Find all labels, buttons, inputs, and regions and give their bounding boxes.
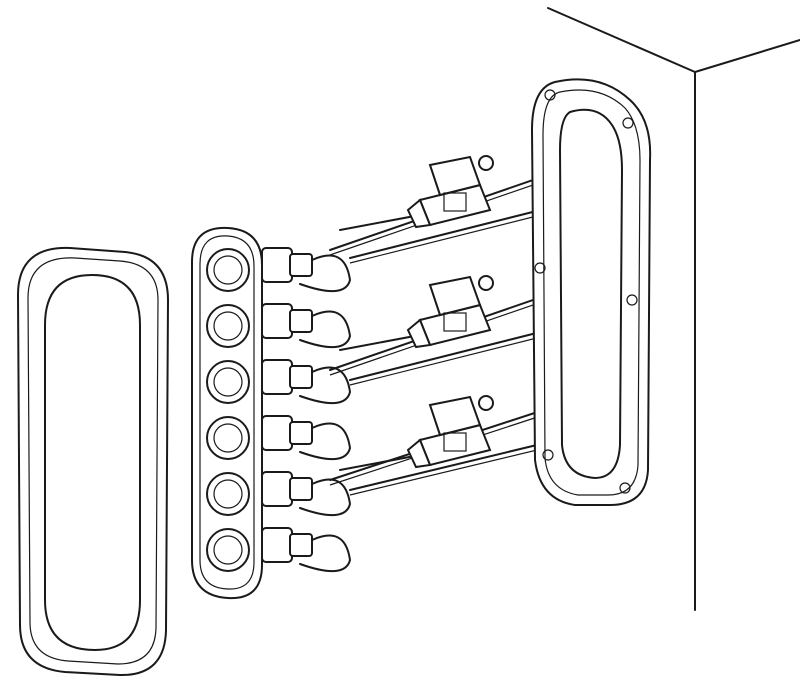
fuse-holder xyxy=(339,275,494,351)
rocker-switch xyxy=(206,248,250,292)
fuse-lead-wire xyxy=(339,214,421,231)
fuse-cap-tether xyxy=(478,155,494,171)
rocker-switch xyxy=(206,472,250,516)
switch-connector xyxy=(261,247,351,292)
fuse-holder xyxy=(339,395,494,471)
mounting-bezel xyxy=(530,78,652,506)
switch-bezel-ring xyxy=(206,528,250,572)
switch-button xyxy=(213,367,243,397)
wire-loop xyxy=(299,534,351,572)
fuse-cap-tether xyxy=(478,275,494,291)
wall-cabinet xyxy=(547,7,800,611)
screw-icon xyxy=(542,449,554,461)
fuse-lead-wire xyxy=(339,454,421,471)
switch-button xyxy=(213,535,243,565)
inline-fuse-holders xyxy=(339,155,494,471)
fuse-cap xyxy=(428,155,482,197)
switch-connector xyxy=(261,527,351,572)
fuse-blade xyxy=(443,432,467,452)
switch-bezel-ring xyxy=(206,304,250,348)
switch-button xyxy=(213,311,243,341)
switch-panel xyxy=(191,226,263,600)
wire-loop xyxy=(299,422,351,460)
switch-button xyxy=(213,479,243,509)
wire-loop xyxy=(299,310,351,348)
switch-bezel-ring xyxy=(206,248,250,292)
screw-icon xyxy=(619,482,631,494)
screw-icon xyxy=(534,262,546,274)
switch-bezel-ring xyxy=(206,472,250,516)
switch-connector xyxy=(261,303,351,348)
fuse-boot xyxy=(406,438,432,469)
rocker-switch xyxy=(206,416,250,460)
switch-connector xyxy=(261,415,351,460)
switch-bezel-ring xyxy=(206,360,250,404)
rocker-switch xyxy=(206,528,250,572)
fuse-boot xyxy=(406,198,432,229)
rocker-switch xyxy=(206,304,250,348)
screw-icon xyxy=(544,89,556,101)
fuse-cap xyxy=(428,395,482,437)
fuse-cap xyxy=(428,275,482,317)
rocker-switch xyxy=(206,360,250,404)
switch-connector xyxy=(261,359,351,404)
fuse-blade xyxy=(443,192,467,212)
fuse-lead-wire xyxy=(339,334,421,351)
front-cover xyxy=(16,246,170,677)
screw-icon xyxy=(626,294,638,306)
fuse-blade xyxy=(443,312,467,332)
wire-loop xyxy=(299,366,351,404)
switch-button xyxy=(213,423,243,453)
screw-icon xyxy=(622,117,634,129)
fuse-cap-tether xyxy=(478,395,494,411)
wire-loop xyxy=(299,478,351,516)
fuse-holder xyxy=(339,155,494,231)
switch-connector xyxy=(261,471,351,516)
wire-loop xyxy=(299,254,351,292)
switch-button xyxy=(213,255,243,285)
fuse-boot xyxy=(406,318,432,349)
switch-bezel-ring xyxy=(206,416,250,460)
